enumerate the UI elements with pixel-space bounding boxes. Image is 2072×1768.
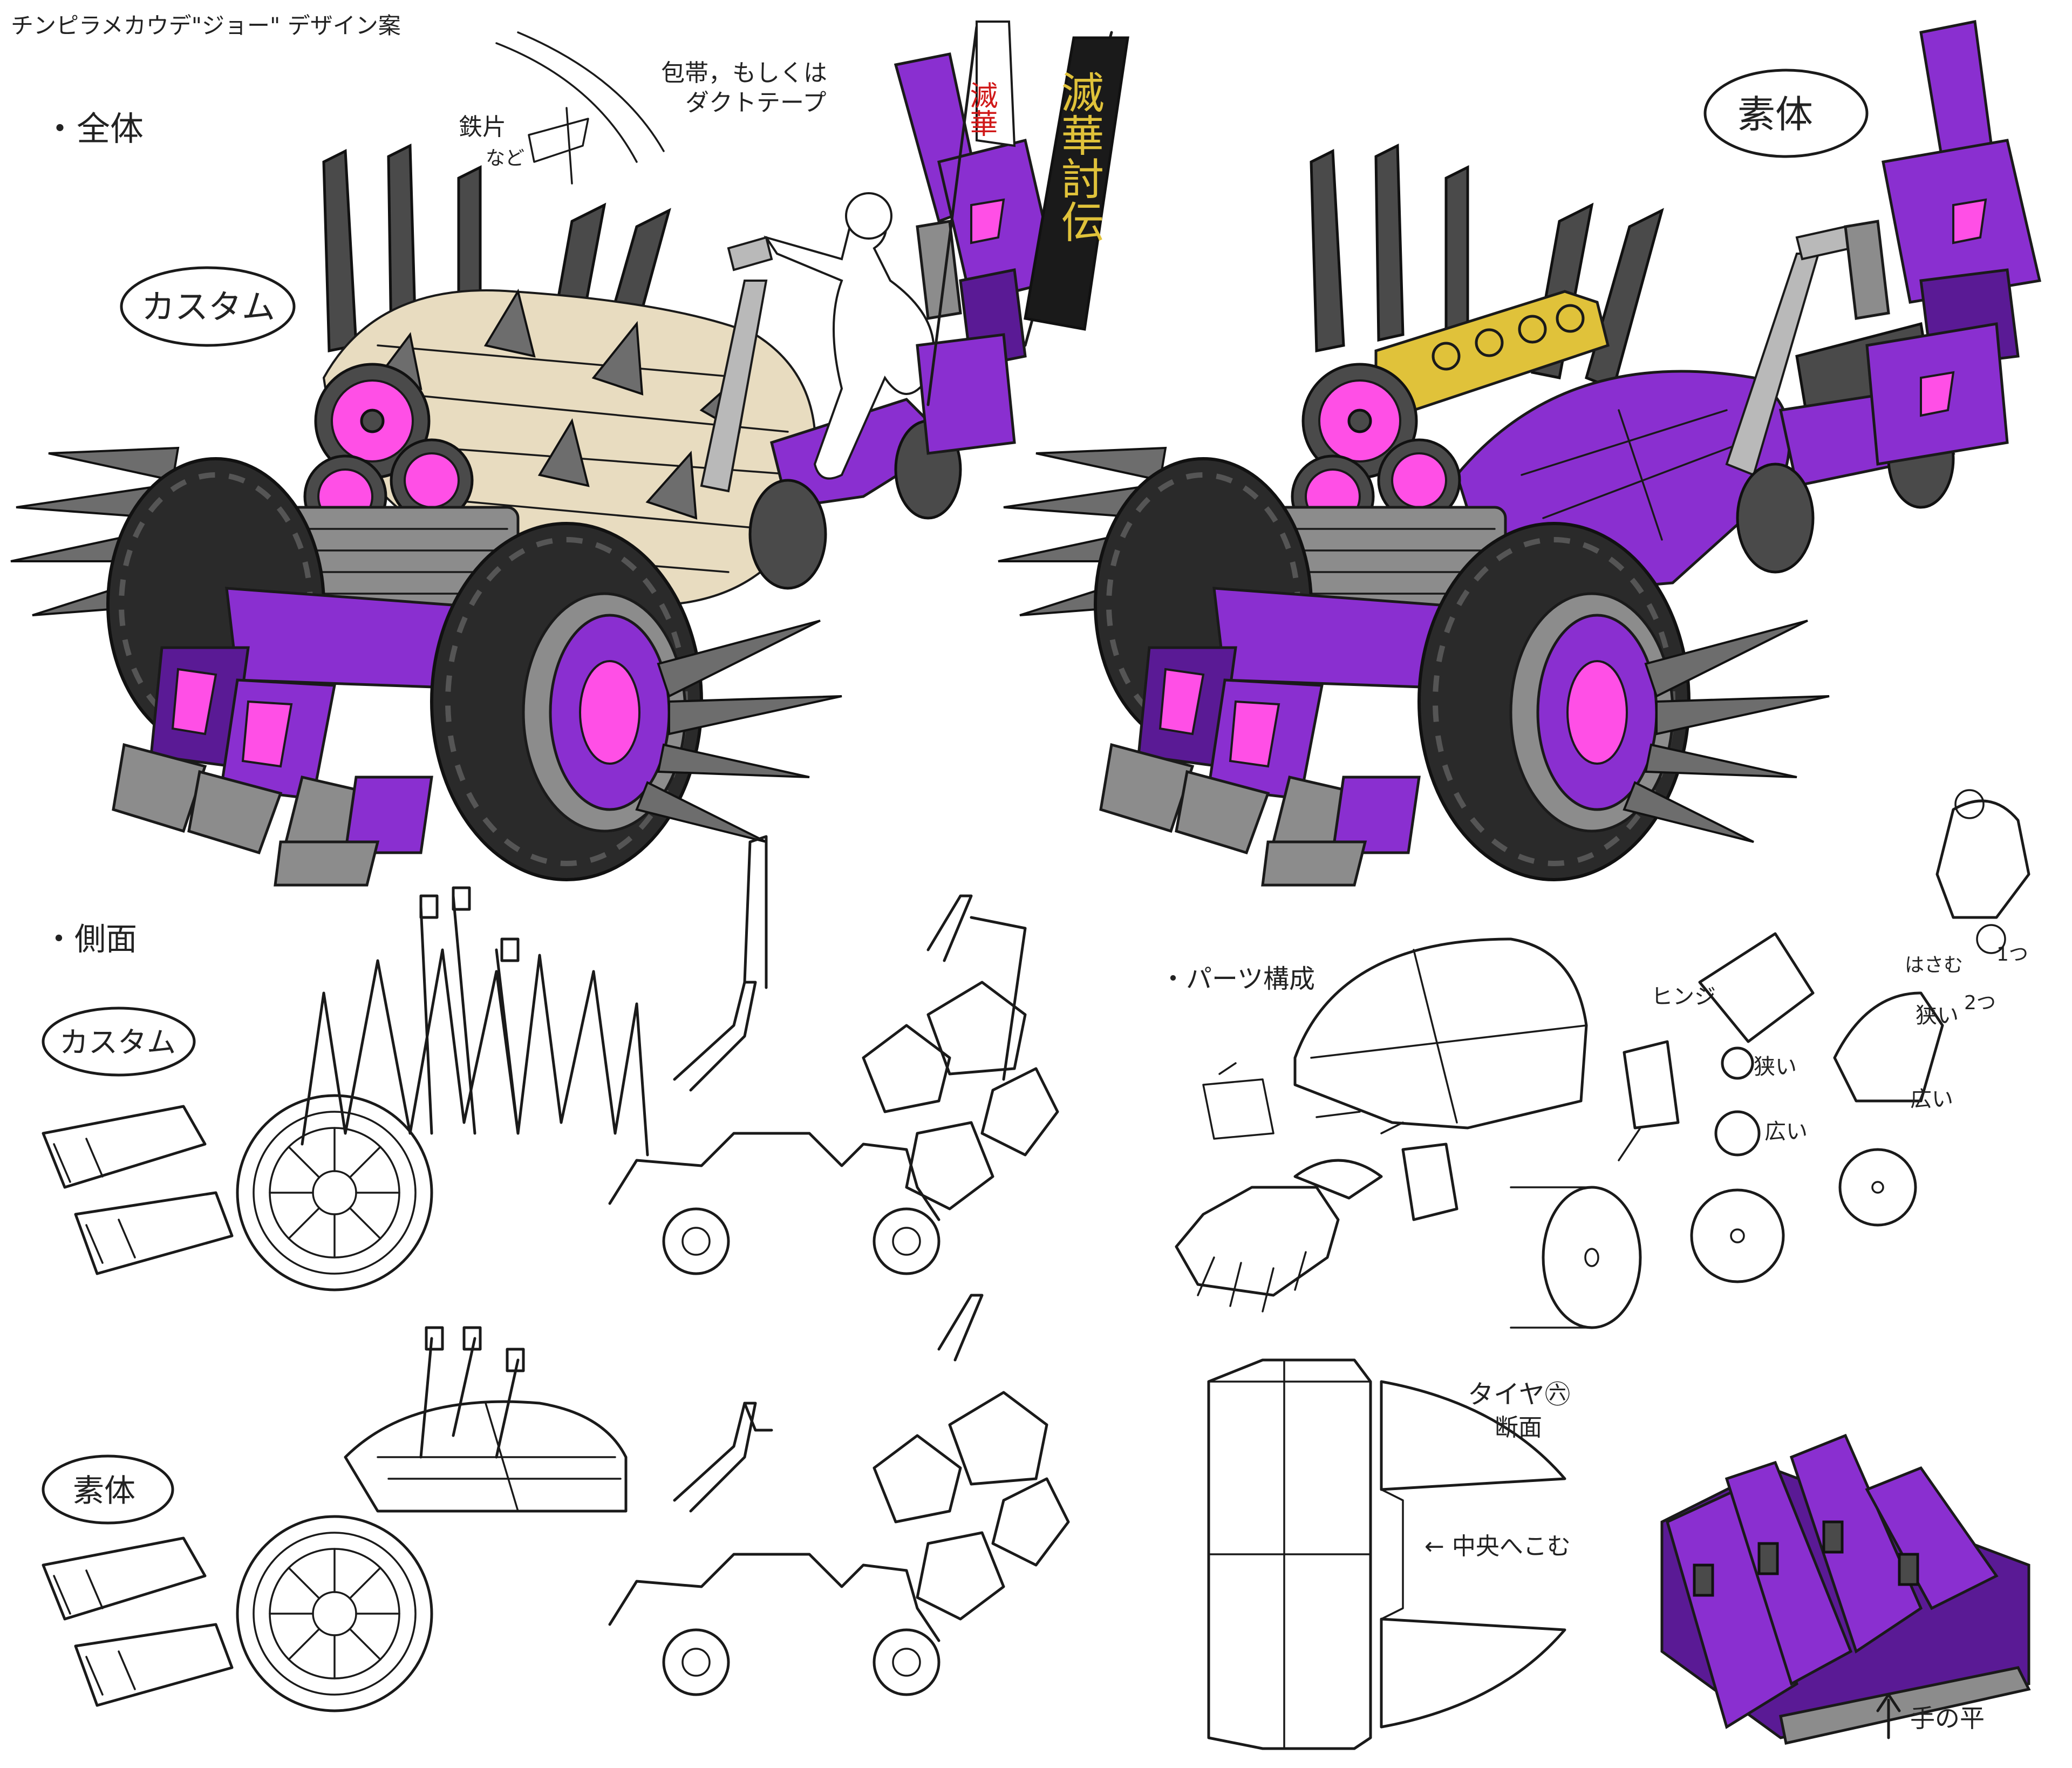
claw-arm bbox=[894, 52, 1059, 455]
note-bandage: 包帯，もしくは bbox=[661, 59, 827, 87]
overall-section-label: ・全体 bbox=[43, 109, 144, 148]
bare-claw-arm bbox=[1844, 20, 2042, 466]
tire-cross-section: タイヤ㊅ 断面 ← 中央へこむ bbox=[1207, 1358, 1571, 1750]
banner-side-text: 滅華 bbox=[965, 81, 997, 137]
count-2-label: 2つ bbox=[1964, 992, 1996, 1014]
wide-label-2: 広い bbox=[1910, 1087, 1953, 1112]
count-1-label: 1つ bbox=[1996, 943, 2028, 965]
part-shell bbox=[1293, 937, 1588, 1130]
banner-main-text: 滅華討伝 bbox=[1054, 70, 1105, 243]
palm-label: 手の平 bbox=[1910, 1704, 1985, 1733]
banners: 滅華 滅華討伝 bbox=[926, 21, 1129, 406]
narrow-label-1: 狭い bbox=[1754, 1055, 1797, 1079]
sheet-title: チンピラメカウデ"ジョー" デザイン案 bbox=[11, 12, 401, 39]
side-bare-arm bbox=[873, 1294, 1070, 1621]
banner-main bbox=[1024, 36, 1129, 331]
custom-label-bubble bbox=[120, 266, 296, 347]
note-bandage-sketch bbox=[495, 31, 665, 185]
side-custom-arm bbox=[862, 894, 1059, 1211]
side-bare-label: 素体 bbox=[73, 1472, 135, 1509]
parts-breakdown: ・パーツ構成 ヒンジ 広い 狭い 狭い 広い はさむ 1つ 2つ bbox=[1160, 789, 2030, 1329]
bare-label: 素体 bbox=[1737, 92, 1813, 137]
overall-bare-view: 素体 bbox=[998, 20, 2042, 887]
part-hand bbox=[1175, 1186, 1340, 1297]
gold-cover-ports bbox=[1432, 304, 1585, 371]
tire-center-note: ← 中央へこむ bbox=[1424, 1533, 1571, 1560]
banner-side bbox=[976, 21, 1016, 147]
side-section-label: ・側面 bbox=[43, 921, 137, 957]
side-bare-wheel bbox=[236, 1515, 433, 1712]
front-big-tire bbox=[430, 522, 842, 881]
tire-section-title: タイヤ㊅ bbox=[1468, 1379, 1571, 1410]
part-big-wheel bbox=[1542, 1186, 1642, 1329]
clamp-label: はさむ bbox=[1905, 954, 1963, 976]
custom-label: カスタム bbox=[141, 287, 275, 327]
note-iron-2: など bbox=[486, 147, 524, 169]
part-hinge bbox=[1623, 1040, 1680, 1130]
bare-label-bubble bbox=[1703, 69, 1869, 158]
part-gripper bbox=[1935, 799, 2030, 919]
side-custom-label: カスタム bbox=[59, 1025, 176, 1059]
side-bare-view: 素体 bbox=[42, 1294, 1070, 1712]
part-claw-grip bbox=[1833, 991, 1944, 1103]
narrow-label-2: 狭い bbox=[1916, 1003, 1959, 1028]
note-tape: ダクトテープ bbox=[685, 89, 826, 117]
purple-hand-detail: 手の平 bbox=[1660, 1433, 2031, 1745]
parts-section-label: ・パーツ構成 bbox=[1160, 964, 1315, 994]
part-shin bbox=[1698, 932, 1815, 1043]
tire-section-subtitle: 断面 bbox=[1495, 1414, 1542, 1441]
side-custom-wheel bbox=[236, 1094, 433, 1291]
wide-label-1: 広い bbox=[1764, 1119, 1808, 1144]
note-iron: 鉄片 bbox=[459, 113, 506, 141]
side-bare-bubble bbox=[42, 1454, 174, 1525]
side-custom-view: ・側面 カスタム bbox=[42, 835, 1059, 1291]
bare-front-big-tire bbox=[1417, 522, 1830, 881]
overall-custom-view: ・全体 カスタム 包帯，もしくは ダクトテープ 鉄片 など bbox=[10, 21, 1129, 887]
rider-frame bbox=[700, 192, 962, 590]
side-custom-bubble bbox=[42, 1007, 196, 1077]
